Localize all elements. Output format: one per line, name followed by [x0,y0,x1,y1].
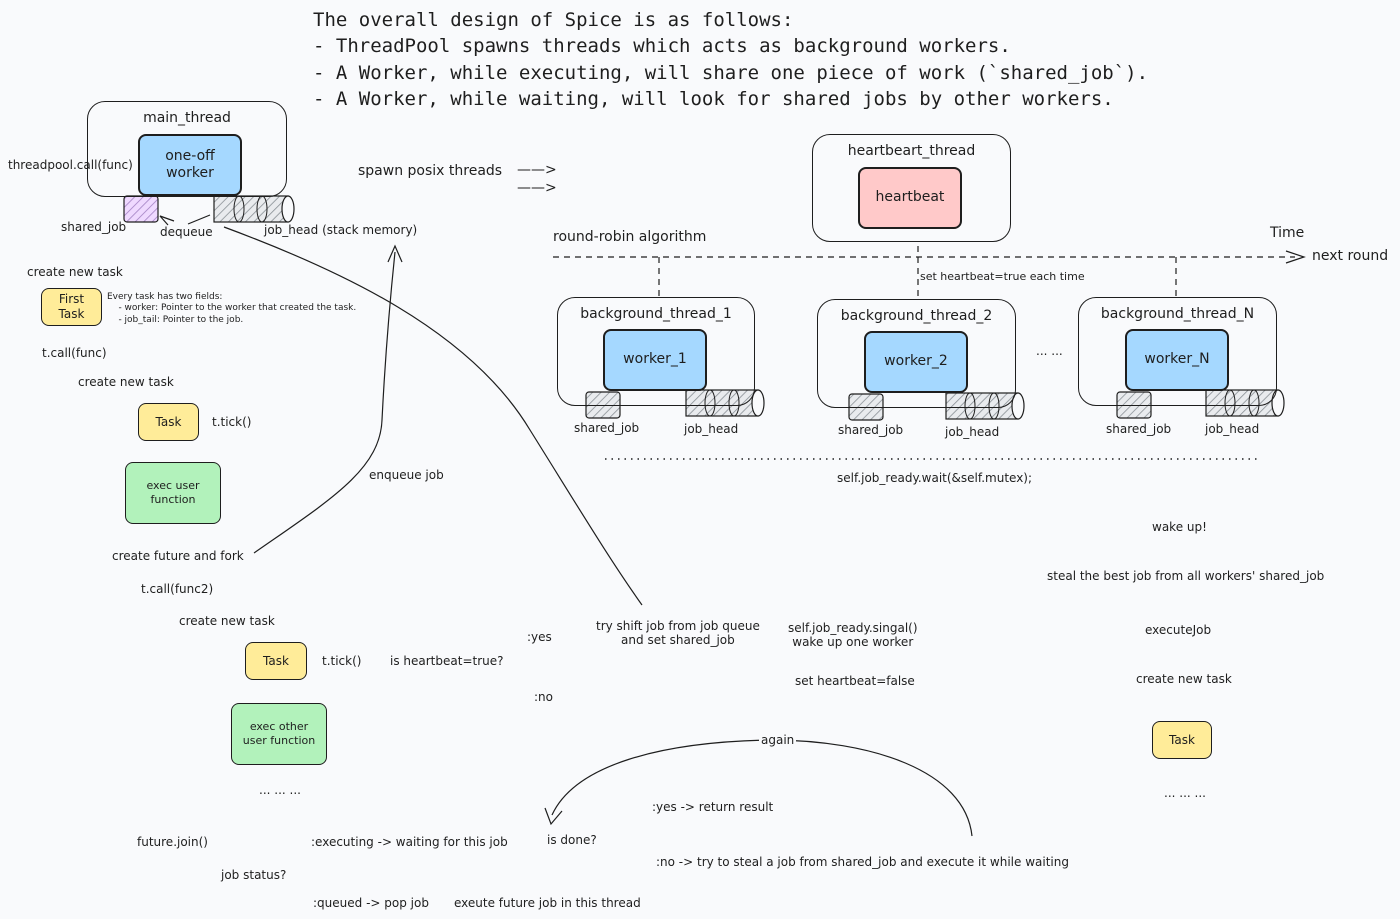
again-label: again [759,733,797,748]
execute-job-label: executeJob [1145,623,1212,637]
background-thread-2-title: background_thread_2 [840,308,993,324]
queued-label: :queued -> pop job [313,896,429,910]
main-shared-job-label: shared_job [61,220,127,234]
set-heartbeat-false-label: set heartbeat=false [795,674,915,688]
create-new-task-2: create new task [78,375,174,389]
tick-label-2: t.tick() [322,654,362,668]
intro-line-4: - A Worker, while waiting, will look for… [313,88,1114,110]
enqueue-job-label: enqueue job [369,468,444,482]
call-func2-label: t.call(func2) [141,582,214,596]
threadpool-call-label: threadpool.call(func) [8,158,133,172]
no-steal-label: :no -> try to steal a job from shared_jo… [656,855,1069,869]
main-thread-frame: main_thread [87,101,287,197]
worker-create-task-label: create new task [1136,672,1232,686]
round-robin-label: round-robin algorithm [553,229,707,245]
task-fields-note: Every task has two fields: - worker: Poi… [107,292,357,325]
main-shared-job-block [123,195,159,223]
bgN-job-head-label: job_head [1205,422,1260,436]
exec-other-user-function-box: exec other user function [231,703,327,765]
create-new-task-1: create new task [27,265,123,279]
spawn-arrow-1: ——> [517,162,557,178]
background-thread-2-frame: background_thread_2 [817,299,1016,408]
first-task-box: First Task [41,288,102,326]
future-join-label: future.join() [137,835,208,849]
call-func-label: t.call(func) [42,346,107,360]
heartbeat-thread-title: heartbeart_thread [847,143,976,159]
between-threads-ellipsis: ... ... [1036,344,1063,358]
create-future-label: create future and fork [112,549,244,563]
bgN-shared-job-label: shared_job [1106,422,1172,436]
wait-label: self.job_ready.wait(&self.mutex); [837,471,1033,485]
is-heartbeat-label: is heartbeat=true? [390,654,504,668]
background-thread-n-title: background_thread_N [1100,306,1255,322]
bg1-job-head-label: job_head [684,422,739,436]
background-thread-1-title: background_thread_1 [580,306,732,322]
background-thread-n-frame: background_thread_N [1078,297,1277,406]
dequeue-arrow [187,214,211,225]
spawn-arrow-2: ——> [517,180,557,196]
set-heartbeat-label: set heartbeat=true each time [920,270,1085,283]
again-arc [551,739,973,837]
tick-label-1: t.tick() [212,415,252,429]
task-box-1: Task [138,403,199,441]
worker-task-box: Task [1152,721,1212,759]
main-job-head-cylinder [213,195,295,223]
execute-future-label: exeute future job in this thread [454,896,641,910]
job-status-label: job status? [221,868,287,882]
spawn-label: spawn posix threads [358,163,503,179]
bg1-shared-job-label: shared_job [574,421,640,435]
dequeue-label: dequeue [160,225,213,239]
try-shift-label: try shift job from job queue and set sha… [596,619,760,648]
worker-1-box: worker_1 [603,329,707,391]
heartbeat-no-label: :no [534,690,553,704]
heartbeat-yes-label: :yes [527,630,552,644]
is-done-label: is done? [547,833,597,847]
background-thread-1-frame: background_thread_1 [557,297,755,406]
enqueue-arrow [253,251,396,554]
bg2-shared-job-label: shared_job [838,423,904,437]
yes-return-label: :yes -> return result [652,800,774,814]
main-thread-title: main_thread [143,110,231,126]
signal-label: self.job_ready.singal() wake up one work… [788,621,918,650]
main-job-head-label: job_head (stack memory) [264,223,418,237]
worker-2-box: worker_2 [864,331,968,393]
dequeue-curve [223,226,643,606]
task-box-2: Task [245,642,307,680]
intro-line-2: - ThreadPool spawns threads which acts a… [313,35,1011,57]
worker-n-box: worker_N [1125,329,1229,391]
steal-label: steal the best job from all workers' sha… [1047,569,1325,583]
create-new-task-3: create new task [179,614,275,628]
wake-up-label: wake up! [1152,520,1207,534]
executing-label: :executing -> waiting for this job [311,835,508,849]
intro-line-3: - A Worker, while executing, will share … [313,62,1149,84]
exec-user-function-box: exec user function [125,462,221,524]
heartbeat-thread-frame: heartbeart_thread [812,134,1011,242]
one-off-worker-box: one-off worker [138,134,242,196]
next-round-label: next round [1312,248,1389,264]
heartbeat-box: heartbeat [858,167,962,229]
timeline-arrowhead [1285,250,1306,264]
time-label: Time [1270,225,1305,241]
worker-flow-ellipsis: ... ... ... [1164,786,1206,800]
bg2-job-head-label: job_head [945,425,1000,439]
main-flow-ellipsis: ... ... ... [259,783,301,797]
intro-line-1: The overall design of Spice is as follow… [313,9,794,31]
